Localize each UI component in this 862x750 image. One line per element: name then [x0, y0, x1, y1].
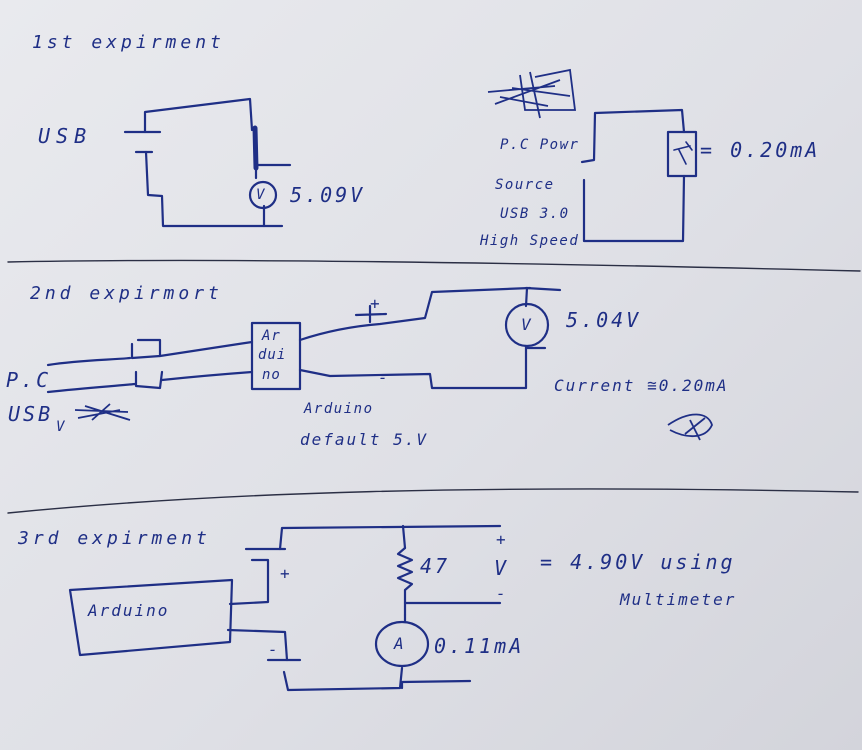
exp3-voltage-reading: = 4.90V using: [540, 550, 736, 574]
exp1-voltmeter-symbol: V: [256, 187, 265, 203]
exp2-usb-label: USB: [8, 402, 54, 426]
exp2-voltmeter-symbol: V: [521, 315, 531, 334]
divider-line-1: [7, 259, 861, 272]
exp2-current-reading: Current ≅0.20mA: [554, 376, 729, 395]
exp3-v-plus: +: [496, 530, 506, 549]
exp1-voltage-reading: 5.09V: [290, 183, 366, 207]
exp3-ammeter: [374, 620, 430, 668]
exp3-resistor-label: 47: [420, 554, 451, 578]
exp2-arduino-box: [250, 321, 302, 391]
exp1-scribble: [487, 68, 577, 119]
exp2-minus-sign: -: [378, 368, 388, 387]
exp2-usb-subscript: V: [56, 419, 65, 435]
exp3-plus-sign: +: [280, 564, 290, 583]
exp1-usb-label: USB: [38, 124, 93, 148]
exp2-circuit: [298, 286, 562, 390]
exp2-pc-label: P.C: [6, 368, 52, 392]
exp3-v-minus: -: [496, 584, 506, 603]
exp1-circuit: [123, 97, 292, 228]
exp2-title: 2nd expirmort: [30, 283, 223, 304]
exp1-high-speed-label: High Speed: [480, 233, 580, 249]
exp1-usb3-label: USB 3.0: [500, 206, 570, 222]
exp1-current-reading: = 0.20mA: [700, 138, 821, 162]
divider-line-2: [7, 488, 859, 514]
exp3-ammeter-symbol: A: [394, 634, 404, 653]
exp1-source-label: Source: [495, 177, 555, 193]
exp2-plus-sign: +: [370, 294, 380, 313]
exp2-scribbles: [74, 403, 713, 441]
exp3-arduino-box: [68, 578, 234, 657]
exp3-minus-sign: -: [268, 640, 278, 659]
exp1-voltmeter: [248, 180, 278, 210]
exp2-voltmeter: [504, 302, 550, 348]
exp2-arduino-box-line2: dui: [258, 347, 287, 363]
exp1-pc-power-label: P.C Powr: [500, 137, 580, 153]
exp1-ammeter-box: [666, 130, 698, 178]
exp2-arduino-box-line1: Ar: [262, 328, 281, 344]
exp3-arduino-box-label: Arduino: [88, 601, 170, 620]
exp1-title: 1st expirment: [32, 32, 225, 53]
exp2-voltage-reading: 5.04V: [566, 308, 642, 332]
exp3-circuit: [226, 524, 502, 692]
exp2-arduino-box-line3: no: [262, 367, 281, 383]
exp3-multimeter-label: Multimeter: [620, 590, 737, 609]
exp3-v-symbol: V: [494, 556, 507, 580]
exp1-ammeter-circuit: [580, 108, 686, 243]
exp3-current-reading: 0.11mA: [434, 634, 525, 658]
exp2-default-label: default 5.V: [300, 430, 428, 449]
exp2-usb-cable: [46, 338, 254, 394]
exp3-title: 3rd expirment: [18, 528, 211, 549]
exp2-arduino-label: Arduino: [304, 401, 374, 417]
